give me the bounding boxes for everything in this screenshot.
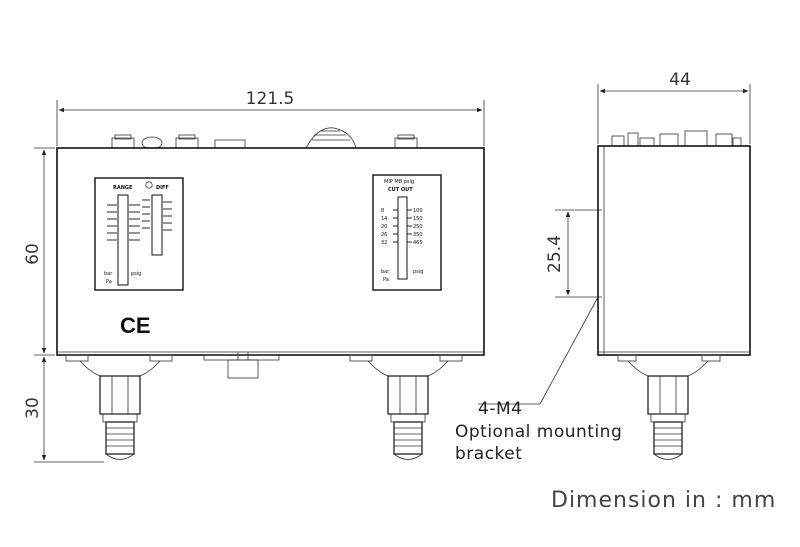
scale-left-3: 26 bbox=[381, 232, 387, 238]
cut-out-dial-window: MIP MB psig CUT OUT 8 14 20 26 32 100 15… bbox=[372, 174, 442, 291]
scale-left-4: 32 bbox=[381, 240, 387, 246]
mounting-feet-front bbox=[65, 352, 463, 379]
ce-mark: CE bbox=[120, 313, 151, 338]
side-pressure-connector bbox=[627, 360, 709, 460]
right-header: MIP MB psig bbox=[384, 179, 414, 185]
bracket-note-line2: bracket bbox=[455, 444, 522, 464]
scale-left-1: 14 bbox=[381, 216, 387, 222]
height-dimension: 60 bbox=[23, 147, 55, 356]
width-label: 121.5 bbox=[246, 89, 295, 109]
mount-spacing-dimension: 25.4 bbox=[545, 209, 602, 298]
connector-height-label: 30 bbox=[23, 397, 43, 419]
scale-right-0: 100 bbox=[413, 208, 423, 214]
scale-right-1: 150 bbox=[413, 216, 423, 222]
cut-out-label: CUT OUT bbox=[388, 187, 413, 193]
front-view: RANGE DIFF bar Pa psig bbox=[56, 127, 485, 460]
top-adjust-knobs bbox=[111, 127, 418, 150]
height-label: 60 bbox=[23, 243, 43, 265]
left-unit-bar: bar bbox=[104, 271, 113, 277]
side-view bbox=[597, 130, 751, 460]
scale-right-3: 350 bbox=[413, 232, 423, 238]
range-dial-window: RANGE DIFF bar Pa psig bbox=[94, 177, 184, 291]
right-unit-bar: bar bbox=[381, 269, 390, 275]
scale-right-4: 465 bbox=[413, 240, 423, 246]
units-note: Dimension in : mm bbox=[551, 488, 776, 513]
switch-housing-side bbox=[597, 145, 751, 356]
mount-spacing-label: 25.4 bbox=[545, 235, 565, 273]
scale-left-0: 8 bbox=[381, 208, 384, 214]
bracket-leader-line bbox=[539, 296, 599, 405]
side-top-fittings bbox=[611, 130, 742, 147]
scale-right-2: 250 bbox=[413, 224, 423, 230]
left-pressure-connector bbox=[79, 360, 161, 460]
range-label: RANGE bbox=[113, 185, 133, 191]
bracket-note-line1: Optional mounting bbox=[455, 422, 622, 442]
side-width-label: 44 bbox=[669, 70, 691, 90]
width-dimension: 121.5 bbox=[56, 89, 485, 146]
left-unit-pa: Pa bbox=[106, 279, 112, 285]
right-unit-psig: psig bbox=[413, 269, 423, 275]
thread-label: 4-M4 bbox=[478, 399, 522, 419]
side-width-dimension: 44 bbox=[597, 70, 751, 144]
scale-left-2: 20 bbox=[381, 224, 387, 230]
right-pressure-connector bbox=[367, 360, 449, 460]
right-unit-pa: Pa bbox=[383, 277, 389, 283]
left-unit-psig: psig bbox=[131, 271, 141, 277]
connector-height-dimension: 30 bbox=[23, 356, 104, 463]
diff-label: DIFF bbox=[156, 185, 169, 191]
